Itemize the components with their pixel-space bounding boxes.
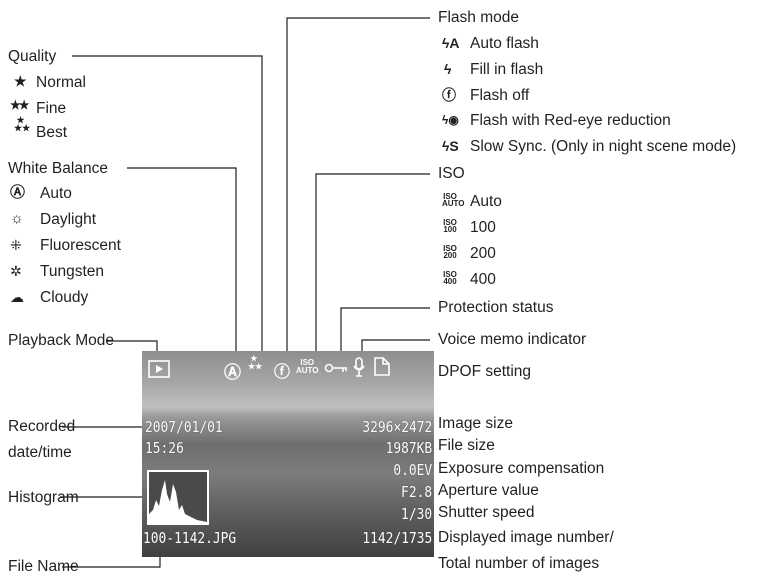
iso-100-label: 100 — [470, 219, 496, 236]
osd-image-size: 3296×2472 — [362, 418, 432, 436]
displayed-image-label-line1: Displayed image number/ — [438, 529, 614, 546]
wb-cloudy-icon: ☁ — [10, 289, 24, 305]
white-balance-heading: White Balance — [8, 160, 108, 177]
flash-off-icon: ⓕ — [442, 87, 456, 103]
flash-slowsync-label: Slow Sync. (Only in night scene mode) — [470, 138, 737, 155]
dpof-print-icon — [374, 357, 390, 376]
osd-exposure: 0.0EV — [393, 461, 432, 479]
star-best-icon: ★★★ — [14, 115, 31, 133]
dpof-setting-label: DPOF setting — [438, 363, 532, 380]
osd-aperture: F2.8 — [400, 483, 432, 501]
protection-connector — [340, 307, 430, 368]
wb-daylight-icon: ☼ — [10, 210, 24, 227]
voice-memo-mic-icon — [353, 357, 365, 377]
shutter-speed-label: Shutter speed — [438, 504, 535, 521]
wb-auto-label: Auto — [40, 185, 72, 202]
flash-redeye-label: Flash with Red-eye reduction — [470, 112, 671, 129]
quality-normal-label: Normal — [36, 74, 86, 91]
file-name-label: File Name — [8, 558, 79, 575]
flash-off-status-icon: ⓕ — [274, 364, 291, 381]
histogram-label: Histogram — [8, 489, 79, 506]
wb-fluorescent-label: Fluorescent — [40, 237, 121, 254]
aperture-value-label: Aperture value — [438, 482, 539, 499]
wb-cloudy-label: Cloudy — [40, 289, 89, 306]
flash-mode-connector — [286, 17, 430, 371]
wb-daylight-label: Daylight — [40, 211, 96, 228]
playback-mode-label: Playback Mode — [8, 332, 114, 349]
flash-auto-icon: ϟA — [442, 35, 460, 51]
wb-tungsten-icon: ✲ — [10, 263, 22, 279]
protection-key-icon — [324, 363, 347, 373]
image-size-label: Image size — [438, 415, 513, 432]
quality-connector — [72, 55, 263, 371]
osd-time: 15:26 — [145, 439, 184, 457]
histogram-graph — [147, 470, 209, 525]
white-balance-connector — [127, 167, 237, 371]
star-normal-icon: ★ — [14, 73, 27, 89]
iso-400-label: 400 — [470, 271, 496, 288]
flash-fill-label: Fill in flash — [470, 61, 544, 78]
wb-auto-status-icon: Ⓐ — [224, 363, 241, 382]
iso-connector — [315, 173, 430, 371]
playback-mode-icon — [148, 360, 170, 378]
osd-file-size: 1987KB — [385, 439, 432, 457]
quality-fine-label: Fine — [36, 100, 67, 117]
osd-date: 2007/01/01 — [145, 418, 223, 436]
osd-shutter: 1/30 — [400, 505, 432, 523]
wb-fluorescent-icon: ⁜ — [10, 237, 22, 253]
flash-fill-icon: ϟ — [444, 61, 452, 77]
wb-auto-icon: Ⓐ — [10, 184, 26, 201]
iso-200-label: 200 — [470, 245, 496, 262]
osd-image-counter: 1142/1735 — [362, 529, 432, 547]
file-size-label: File size — [438, 437, 495, 454]
displayed-image-label-line2: Total number of images — [438, 555, 600, 572]
file-name-connector — [62, 552, 161, 568]
quality-heading: Quality — [8, 48, 57, 65]
flash-mode-heading: Flash mode — [438, 9, 519, 26]
quality-best-status-icon: ★★★ — [248, 354, 263, 371]
flash-slowsync-icon: ϟS — [442, 138, 459, 154]
iso-auto-label: Auto — [470, 193, 502, 210]
flash-auto-label: Auto flash — [470, 35, 539, 52]
exposure-compensation-label: Exposure compensation — [438, 460, 605, 477]
recorded-label-line2: date/time — [8, 444, 72, 461]
osd-file-name: 100-1142.JPG — [143, 529, 237, 547]
recorded-label-line1: Recorded — [8, 418, 76, 435]
iso-heading: ISO — [438, 165, 465, 182]
protection-status-label: Protection status — [438, 299, 554, 316]
flash-redeye-icon: ϟ◉ — [442, 113, 459, 127]
voice-memo-label: Voice memo indicator — [438, 331, 587, 348]
wb-tungsten-label: Tungsten — [40, 263, 105, 280]
star-fine-icon: ★★ — [10, 98, 29, 112]
quality-best-label: Best — [36, 124, 68, 141]
flash-off-label: Flash off — [470, 87, 530, 104]
